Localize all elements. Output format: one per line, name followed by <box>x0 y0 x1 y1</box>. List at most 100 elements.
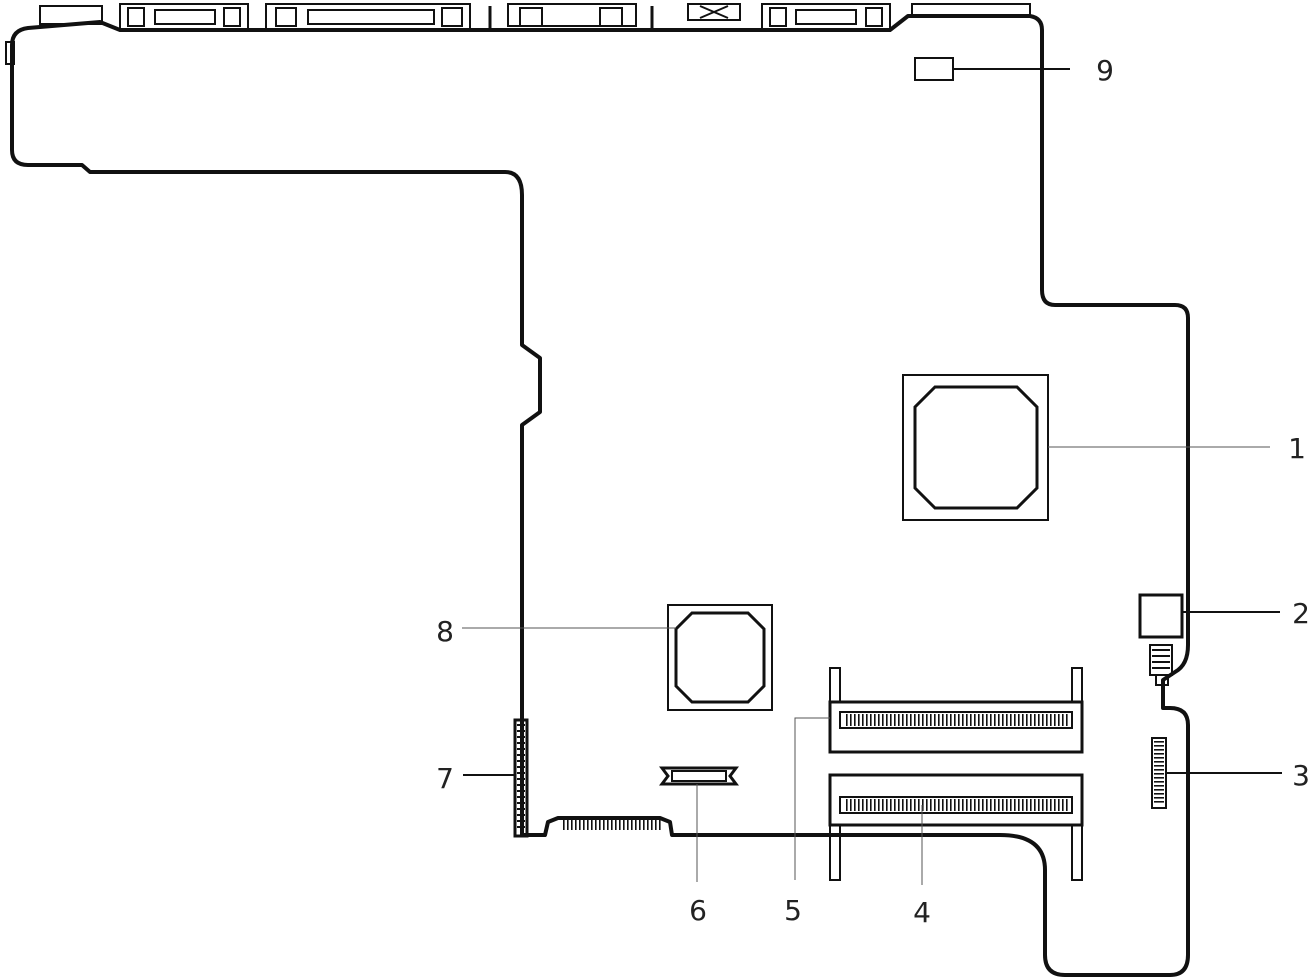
memory-slot-pin <box>982 714 984 726</box>
callout-1: 1 <box>1288 432 1306 465</box>
memory-slot-pin <box>966 799 968 811</box>
memory-slot-pin <box>954 714 956 726</box>
memory-slot-pin <box>1022 714 1024 726</box>
memory-slot-pin <box>1058 714 1060 726</box>
memory-slot-pin <box>850 714 852 726</box>
edge-connector-pin <box>517 742 525 744</box>
memory-slot-pin <box>1014 799 1016 811</box>
memory-slot-pin <box>934 799 936 811</box>
part-4-memory-slot <box>828 773 1084 881</box>
header-pin <box>1154 749 1164 751</box>
edge-connector-pin <box>619 820 621 830</box>
header-pin <box>1154 769 1164 771</box>
memory-slot-pin <box>930 799 932 811</box>
edge-connector-pin <box>655 820 657 830</box>
memory-slot-pin <box>946 714 948 726</box>
header-pin <box>1154 785 1164 787</box>
edge-connector-pin <box>583 820 585 830</box>
memory-slot-pin <box>1014 714 1016 726</box>
edge-connector-pin <box>517 784 525 786</box>
memory-slot-pin <box>986 799 988 811</box>
memory-slot-pin <box>950 714 952 726</box>
memory-slot-pin <box>926 714 928 726</box>
header-pin <box>1154 745 1164 747</box>
memory-slot-pin <box>1034 799 1036 811</box>
header-pin <box>1154 741 1164 743</box>
memory-slot-pin <box>874 714 876 726</box>
memory-slot-pin <box>894 714 896 726</box>
edge-connector-pin <box>591 820 593 830</box>
memory-slot-pin <box>922 799 924 811</box>
memory-slot-pin <box>1038 799 1040 811</box>
callout-7: 7 <box>436 762 454 795</box>
memory-slot-pin <box>1062 714 1064 726</box>
memory-slot-pin <box>878 714 880 726</box>
memory-slot-pin <box>1066 799 1068 811</box>
memory-slot-pin <box>1062 799 1064 811</box>
memory-slot-pin <box>1010 799 1012 811</box>
header-pin <box>1154 757 1164 759</box>
memory-slot-pin <box>1050 714 1052 726</box>
memory-slot-pin <box>994 714 996 726</box>
connector-serial-b <box>761 3 891 31</box>
header-pin <box>1154 773 1164 775</box>
memory-slot-pin <box>998 799 1000 811</box>
memory-slot-pin <box>870 714 872 726</box>
memory-slot-pin <box>978 714 980 726</box>
memory-slot-pin <box>966 714 968 726</box>
memory-slot-pin <box>1018 714 1020 726</box>
memory-slot-pin <box>1054 799 1056 811</box>
edge-connector-pin <box>517 736 525 738</box>
memory-slot-pin <box>1026 799 1028 811</box>
memory-slot-pin <box>910 799 912 811</box>
bottom-edge-connector <box>563 820 661 830</box>
memory-slot-pin <box>982 799 984 811</box>
edge-connector-pin <box>643 820 645 830</box>
memory-slot-pin <box>990 714 992 726</box>
memory-slot-pin <box>970 714 972 726</box>
memory-slot-pin <box>894 799 896 811</box>
part-5-memory-slot <box>828 667 1084 754</box>
memory-slot-pin <box>1046 714 1048 726</box>
header-pin <box>1154 789 1164 791</box>
edge-connector-pin <box>615 820 617 830</box>
connector-center <box>488 3 654 32</box>
part-2-connector <box>1138 593 1184 686</box>
memory-slot-pin <box>886 714 888 726</box>
edge-connector-pin <box>563 820 565 830</box>
memory-slot-pin <box>906 714 908 726</box>
memory-slot-pin <box>1066 714 1068 726</box>
memory-slot-pin <box>962 714 964 726</box>
memory-slot-pin <box>994 799 996 811</box>
memory-slot-pin <box>946 799 948 811</box>
header-pin <box>1154 765 1164 767</box>
part-1-processor <box>902 374 1049 521</box>
memory-slot-pin <box>918 714 920 726</box>
memory-slot-pin <box>990 799 992 811</box>
edge-connector-pin <box>599 820 601 830</box>
edge-connector-pin <box>517 808 525 810</box>
memory-slot-pin <box>870 799 872 811</box>
memory-slot-pin <box>914 714 916 726</box>
memory-slot-pin <box>862 799 864 811</box>
edge-connector-pin <box>651 820 653 830</box>
memory-slot-pin <box>846 799 848 811</box>
memory-slot-pin <box>1006 799 1008 811</box>
memory-slot-pin <box>1042 799 1044 811</box>
edge-connector-pin <box>517 778 525 780</box>
edge-connector-pin <box>517 820 525 822</box>
memory-slot-pin <box>1002 799 1004 811</box>
memory-slot-pin <box>938 714 940 726</box>
edge-connector-pin <box>517 814 525 816</box>
memory-slot-pin <box>1050 799 1052 811</box>
memory-slot-pin <box>878 799 880 811</box>
header-pin <box>1154 793 1164 795</box>
memory-slot-pin <box>1006 714 1008 726</box>
edge-connector-pin <box>571 820 573 830</box>
connector-serial-a <box>119 3 249 31</box>
memory-slot-pin <box>1022 799 1024 811</box>
edge-connector-pin <box>579 820 581 830</box>
memory-slot-pin <box>930 714 932 726</box>
edge-connector-pin <box>639 820 641 830</box>
